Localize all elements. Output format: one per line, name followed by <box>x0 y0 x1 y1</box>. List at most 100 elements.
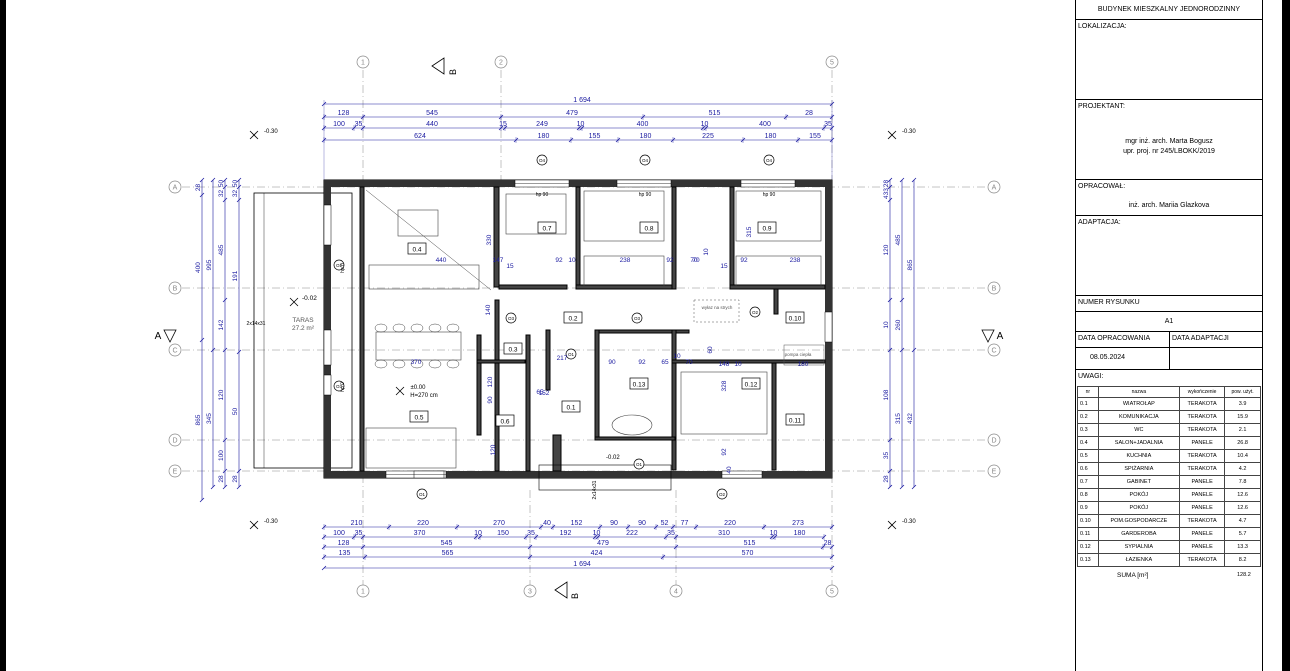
room-finish: PANELE <box>1179 436 1226 450</box>
dimension-value: 260 <box>895 319 902 330</box>
window-tag-label: O3 <box>336 384 343 389</box>
date-divider <box>1169 332 1170 370</box>
dimension-value: 100 <box>333 121 345 128</box>
bed <box>583 190 665 242</box>
dimension-value: 485 <box>218 244 225 255</box>
sill-height-label: hp 90 <box>639 192 652 198</box>
dimension-tick <box>887 177 893 183</box>
section-arrow <box>981 329 995 343</box>
room-tag <box>409 410 429 423</box>
interior-wall <box>594 329 600 441</box>
room-tag <box>639 221 659 234</box>
dimension-value: 150 <box>497 530 509 537</box>
grid-bubble-label: A <box>992 185 997 192</box>
window-tag <box>633 458 645 470</box>
interior-dimension: 92 <box>555 257 563 264</box>
dimension-value: 128 <box>338 540 350 547</box>
room-finish: PANELE <box>1179 527 1226 541</box>
interior-dimension: 238 <box>790 257 801 264</box>
interior-dimension: 60 <box>707 346 714 354</box>
room-nr: 0.8 <box>1077 488 1099 502</box>
location-row: LOKALIZACJA: <box>1076 20 1262 100</box>
room-tag-label: 0.9 <box>762 226 771 233</box>
window-tag-label: O3 <box>508 316 515 321</box>
interior-dimension: 10 <box>673 353 681 360</box>
interior-dimension: 90 <box>487 396 494 404</box>
window-tag <box>639 154 651 166</box>
level-cross <box>395 386 405 396</box>
window-tag-label: O1 <box>636 462 643 467</box>
room-tag-label: 0.11 <box>789 418 802 425</box>
dimension-value: 440 <box>426 121 438 128</box>
dimension-value: 40 <box>543 520 551 527</box>
dimension-tick <box>210 177 216 183</box>
interior-dimension: 217 <box>557 355 568 362</box>
grid-bubble <box>168 281 182 295</box>
grid-bubble <box>669 584 683 598</box>
window-tag <box>416 488 428 500</box>
grid-bubble <box>168 433 182 447</box>
date-value-row: 08.05.2024 <box>1076 348 1262 370</box>
dimension-value: 100 <box>333 530 345 537</box>
dimension-tick <box>236 349 242 355</box>
wardrobe <box>583 255 665 287</box>
dimension-tick <box>887 468 893 474</box>
interior-dimension: 120 <box>487 376 494 387</box>
dimension-value: 35 <box>527 530 535 537</box>
room-area: 10.4 <box>1224 449 1261 463</box>
dimension-value: 10 <box>593 530 601 537</box>
dimension-tick <box>236 177 242 183</box>
grid-bubble <box>356 584 370 598</box>
room-name: SYPIALNIA <box>1097 540 1181 554</box>
window-tag-label: O2 <box>336 263 343 268</box>
room-tag <box>563 311 583 324</box>
interior-dimension: 370 <box>411 359 422 366</box>
dimension-value: 10 <box>770 530 778 537</box>
dimension-tick <box>222 468 228 474</box>
grid-bubble-label: A <box>173 185 178 192</box>
interior-dimension: 440 <box>436 257 447 264</box>
window-tag <box>716 488 728 500</box>
room-nr: 0.13 <box>1077 553 1099 567</box>
room-area: 15.9 <box>1224 410 1261 424</box>
window <box>323 329 332 366</box>
window-tag <box>536 154 548 166</box>
dimension-value: 108 <box>883 389 890 400</box>
dimension-value: 222 <box>626 530 638 537</box>
chair <box>410 359 424 369</box>
room-finish: TERAKOTA <box>1179 553 1226 567</box>
dimension-value: 50 <box>232 408 239 416</box>
dimension-value: 315 <box>895 413 902 424</box>
dimension-tick <box>887 347 893 353</box>
dimension-value: 100 <box>218 450 225 461</box>
bed <box>680 371 768 435</box>
room-nr: 0.12 <box>1077 540 1099 554</box>
interior-dimension: 148 <box>719 361 730 368</box>
sill-height-label: hp 90 <box>763 192 776 198</box>
dimension-tick <box>210 484 216 490</box>
dimension-value: 128 <box>338 110 350 117</box>
grid-bubble-label: C <box>991 348 996 355</box>
section-label: B <box>570 593 580 599</box>
dimension-value: 424 <box>591 550 603 557</box>
dimension-value: 370 <box>414 530 426 537</box>
dimension-tick <box>887 197 893 203</box>
room-area: 5.7 <box>1224 527 1261 541</box>
prepared-name: inż. arch. Mariia Glazkova <box>1128 202 1210 209</box>
interior-wall <box>359 186 365 472</box>
attic-label: wyłaz na strych <box>702 305 733 310</box>
dimension-value: 135 <box>339 550 351 557</box>
date-value: 08.05.2024 <box>1090 354 1126 361</box>
chair <box>446 323 460 333</box>
dimension-value: 10 <box>883 321 890 329</box>
interior-wall <box>476 334 482 436</box>
dimension-value: 28 <box>883 475 890 483</box>
room-tag <box>629 377 649 390</box>
dimension-value: 432 <box>907 413 914 424</box>
interior-dimension: 65 <box>536 389 544 396</box>
room-tag <box>495 414 515 427</box>
window-tag-label: O1 <box>568 352 575 357</box>
